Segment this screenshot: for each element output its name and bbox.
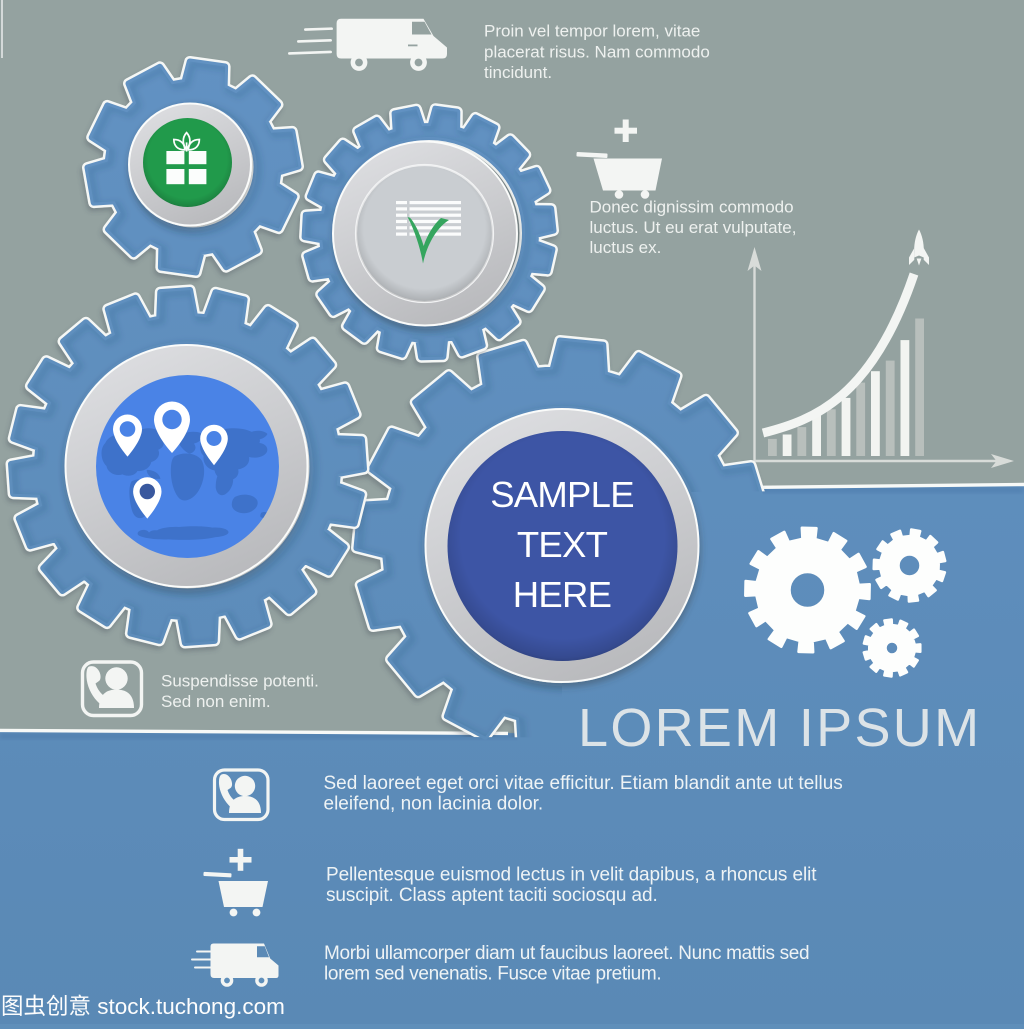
svg-text:tincidunt.: tincidunt. bbox=[484, 63, 552, 82]
svg-text:HERE: HERE bbox=[513, 574, 611, 615]
svg-text:placerat risus. Nam commodo: placerat risus. Nam commodo bbox=[484, 42, 710, 61]
svg-text:luctus. Ut eu erat vulputate,: luctus. Ut eu erat vulputate, bbox=[590, 218, 797, 237]
svg-text:Pellentesque euismod lectus in: Pellentesque euismod lectus in velit dap… bbox=[326, 865, 817, 886]
svg-text:Sed non enim.: Sed non enim. bbox=[161, 692, 271, 711]
svg-text:Proin vel tempor lorem, vitae: Proin vel tempor lorem, vitae bbox=[484, 22, 700, 41]
svg-text:Donec dignissim commodo: Donec dignissim commodo bbox=[590, 197, 794, 216]
svg-text:eleifend, non lacinia dolor.: eleifend, non lacinia dolor. bbox=[324, 793, 544, 814]
svg-text:Morbi ullamcorper diam ut fauc: Morbi ullamcorper diam ut faucibus laore… bbox=[324, 943, 809, 964]
svg-text:LOREM IPSUM: LOREM IPSUM bbox=[578, 698, 981, 758]
svg-text:Suspendisse potenti.: Suspendisse potenti. bbox=[161, 672, 319, 691]
svg-text:lorem sed venenatis. Fusce vit: lorem sed venenatis. Fusce vitae pretium… bbox=[324, 964, 661, 985]
svg-text:Sed laoreet eget orci vitae ef: Sed laoreet eget orci vitae efficitur. E… bbox=[324, 773, 843, 794]
svg-text:图虫创意 stock.tuchong.com: 图虫创意 stock.tuchong.com bbox=[1, 994, 285, 1019]
svg-text:TEXT: TEXT bbox=[517, 524, 608, 565]
svg-text:SAMPLE: SAMPLE bbox=[490, 474, 634, 515]
svg-text:luctus ex.: luctus ex. bbox=[590, 238, 662, 257]
svg-text:suscipit. Class aptent taciti: suscipit. Class aptent taciti sociosqu a… bbox=[326, 885, 658, 906]
